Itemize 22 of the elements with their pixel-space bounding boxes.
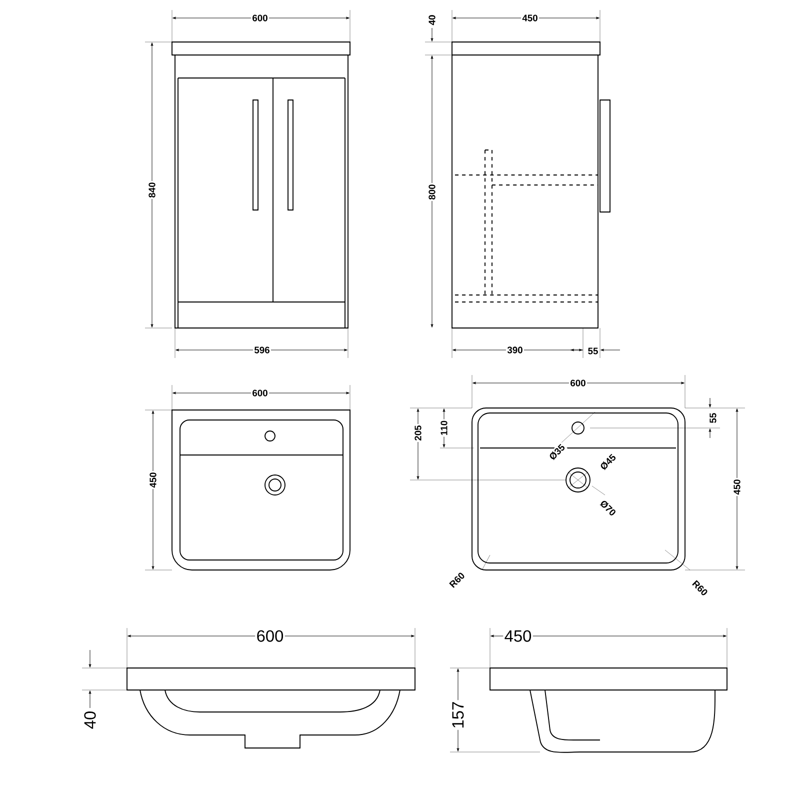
dimension-text: 205 [414, 424, 422, 442]
dimension-text: R60 [446, 570, 468, 590]
dimension-text: 55 [586, 346, 600, 356]
dimension-text: R60 [690, 578, 710, 598]
dimension-text: 390 [506, 346, 524, 354]
dimension-text: 450 [521, 14, 539, 22]
dimension-text: 450 [148, 471, 158, 489]
dimension-text: 600 [569, 378, 587, 388]
dimension-text: 55 [708, 412, 718, 424]
dimension-text: 840 [148, 181, 156, 199]
dimension-text: 450 [732, 478, 742, 496]
dimension-text: 110 [440, 419, 448, 437]
dimension-text: 600 [251, 14, 269, 22]
dimension-text: 40 [83, 710, 97, 730]
dimension-text: 596 [253, 346, 271, 354]
dimension-text: 450 [503, 629, 533, 643]
dimension-text: 600 [255, 629, 285, 643]
dimension-text: Ø70 [598, 498, 618, 518]
dimension-text: 157 [451, 700, 465, 730]
dimension-text: 40 [428, 14, 436, 26]
dimension-text: 800 [428, 183, 436, 201]
dimension-text: 600 [251, 388, 269, 398]
